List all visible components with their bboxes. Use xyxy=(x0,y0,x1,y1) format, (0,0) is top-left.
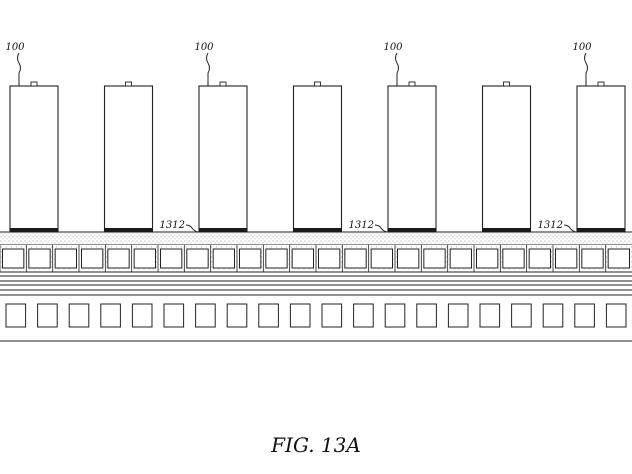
upper-tray-cell xyxy=(607,248,631,269)
rails xyxy=(0,275,632,296)
upper-tray-cell xyxy=(54,248,78,269)
cell-base xyxy=(577,228,625,232)
battery-cell xyxy=(481,85,532,233)
cell-terminal xyxy=(30,81,38,87)
lower-tray-cell xyxy=(100,303,121,328)
lower-tray-cell xyxy=(416,303,437,328)
lower-tray xyxy=(0,303,632,342)
figure-caption: FIG. 13A xyxy=(270,433,361,457)
lower-tray-cell xyxy=(68,303,90,328)
upper-tray-cell xyxy=(107,248,130,269)
upper-tray-cell xyxy=(212,248,236,269)
upper-tray-cell xyxy=(555,248,578,269)
upper-tray-cell xyxy=(318,248,341,269)
lower-tray-cell xyxy=(511,303,532,328)
upper-tray-cell xyxy=(502,248,525,269)
upper-tray-cell xyxy=(28,248,51,269)
layer-leader-line xyxy=(374,224,388,233)
battery-cell xyxy=(387,85,437,233)
cell-ref-label: 100 xyxy=(572,42,592,53)
upper-tray-cell xyxy=(449,248,472,269)
battery-cells xyxy=(9,81,626,233)
lower-tray-cell xyxy=(5,303,27,328)
cell-terminal xyxy=(219,81,227,87)
layer-ref-label: 1312 xyxy=(538,220,563,231)
cell-terminal xyxy=(503,81,510,87)
upper-tray-cell xyxy=(581,248,604,269)
upper-tray-cell xyxy=(81,248,104,269)
lower-tray-cell xyxy=(226,303,248,328)
battery-cell xyxy=(9,85,59,233)
cell-leader-line xyxy=(395,52,399,86)
upper-tray-cell xyxy=(160,248,183,269)
cell-base xyxy=(10,228,58,232)
cell-terminal xyxy=(597,81,605,87)
cell-base xyxy=(293,228,342,232)
lower-tray-cell xyxy=(479,303,501,328)
upper-tray xyxy=(0,245,632,273)
lower-tray-cell xyxy=(542,303,564,328)
upper-tray-cell xyxy=(2,248,25,269)
battery-cell xyxy=(576,85,626,233)
lower-tray-cell xyxy=(163,303,185,328)
cell-leader-line xyxy=(17,52,21,86)
upper-tray-cell xyxy=(528,248,552,269)
cell-base xyxy=(388,228,436,232)
cell-ref-label: 100 xyxy=(383,42,403,53)
lower-tray-cell xyxy=(574,303,595,328)
cell-terminal xyxy=(314,81,321,87)
layer-leader-line xyxy=(563,224,577,233)
cell-base xyxy=(199,228,247,232)
layer-leader-line xyxy=(185,224,199,233)
upper-tray-cell xyxy=(239,248,262,269)
cell-ref-label: 100 xyxy=(194,42,214,53)
cell-terminal xyxy=(408,81,416,87)
upper-tray-cell xyxy=(423,248,446,269)
cell-base xyxy=(104,228,153,232)
upper-tray-cell xyxy=(344,248,367,269)
lower-tray-cell xyxy=(353,303,374,328)
upper-tray-cell xyxy=(476,248,499,269)
layer-ref-label: 1312 xyxy=(160,220,185,231)
upper-tray-cell xyxy=(265,248,288,269)
reference-labels: 100 100 100 100 1312 1312 1312 xyxy=(5,42,592,233)
lower-tray-cell xyxy=(605,303,627,328)
cell-leader-line xyxy=(206,52,210,86)
lower-tray-cell xyxy=(321,303,343,328)
battery-cell xyxy=(292,85,343,233)
cell-ref-label: 100 xyxy=(5,42,25,53)
upper-tray-cell xyxy=(397,248,420,269)
cell-terminal xyxy=(125,81,132,87)
lower-tray-cell xyxy=(131,303,153,328)
upper-tray-cell xyxy=(186,248,209,269)
battery-cell xyxy=(198,85,248,233)
lower-tray-cell xyxy=(195,303,216,328)
cell-base xyxy=(482,228,531,232)
cell-leader-line xyxy=(584,52,588,86)
upper-tray-cell xyxy=(133,248,157,269)
lower-tray-cell xyxy=(289,303,311,328)
upper-tray-cell xyxy=(291,248,314,269)
lower-tray-cell xyxy=(37,303,58,328)
lower-tray-cell xyxy=(384,303,406,328)
thermal-layer xyxy=(0,231,632,246)
battery-cell xyxy=(103,85,154,233)
upper-tray-cell xyxy=(370,248,393,269)
lower-tray-cell xyxy=(447,303,469,328)
lower-tray-cell xyxy=(258,303,279,328)
layer-ref-label: 1312 xyxy=(349,220,374,231)
